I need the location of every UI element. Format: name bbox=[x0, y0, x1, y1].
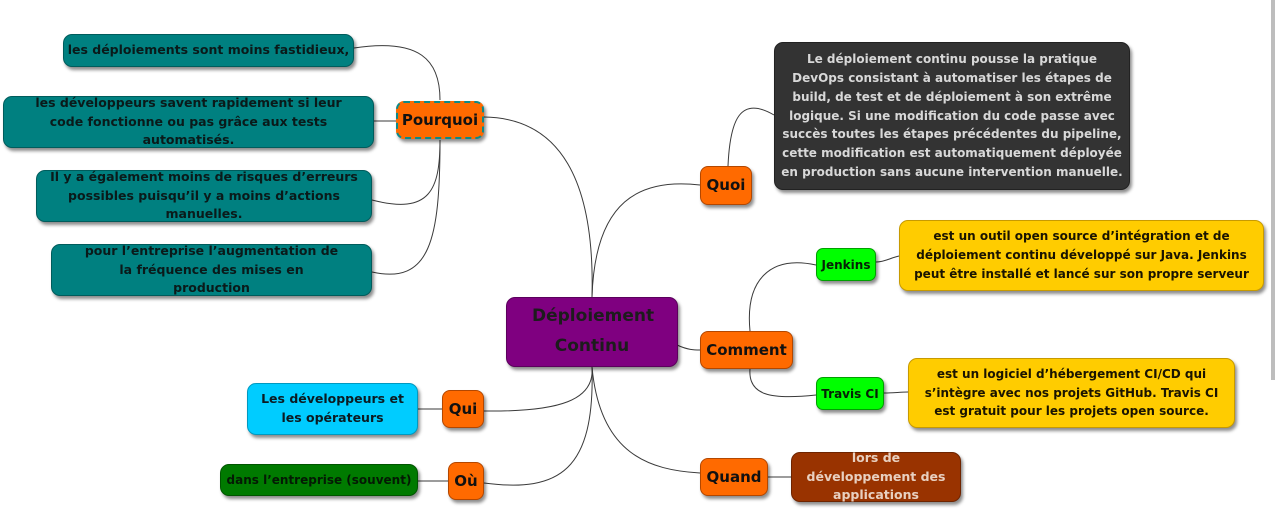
branch-ou[interactable]: Où bbox=[448, 462, 484, 500]
link-central-quoi bbox=[591, 183, 701, 298]
tool-jenkins[interactable]: Jenkins bbox=[816, 248, 876, 281]
link-quoi-leaf bbox=[727, 107, 775, 167]
link-pourquoi-leaf-4 bbox=[371, 139, 441, 275]
jenkins-description[interactable]: est un outil open source d’intégration e… bbox=[899, 220, 1264, 291]
branch-quand-label: Quand bbox=[706, 467, 762, 486]
ou-leaf-label: dans l’entreprise (souvent) bbox=[226, 473, 412, 487]
link-central-qui bbox=[483, 366, 593, 412]
central-topic-label: Déploiement Continu bbox=[532, 306, 655, 356]
pourquoi-leaf-4-label: pour l’entreprise l’augmentation de la f… bbox=[84, 242, 339, 296]
jenkins-description-label: est un outil open source d’intégration e… bbox=[914, 229, 1249, 281]
pourquoi-leaf-1-label: les déploiements sont moins fastidieux, bbox=[67, 42, 350, 58]
link-comment-travis bbox=[749, 368, 817, 398]
branch-quoi-label: Quoi bbox=[706, 176, 746, 195]
link-central-quand bbox=[591, 366, 701, 474]
link-travis-desc bbox=[883, 391, 909, 394]
link-central-comment bbox=[676, 344, 701, 351]
pourquoi-leaf-1[interactable]: les déploiements sont moins fastidieux, bbox=[63, 34, 354, 67]
link-pourquoi-leaf-3 bbox=[371, 139, 441, 205]
qui-leaf-label: Les développeurs et les opérateurs bbox=[261, 391, 404, 425]
branch-pourquoi[interactable]: Pourquoi bbox=[396, 101, 484, 139]
quand-leaf[interactable]: lors de développement des applications bbox=[791, 449, 961, 503]
quoi-leaf[interactable]: Le déploiement continu pousse la pratiqu… bbox=[774, 42, 1130, 190]
branch-comment-label: Comment bbox=[706, 340, 787, 359]
link-central-pourquoi bbox=[483, 116, 593, 298]
link-comment-jenkins bbox=[748, 262, 817, 332]
tool-travis-ci[interactable]: Travis CI bbox=[816, 377, 884, 410]
pourquoi-leaf-2[interactable]: les développeurs savent rapidement si le… bbox=[3, 94, 374, 148]
branch-comment[interactable]: Comment bbox=[700, 331, 793, 369]
branch-pourquoi-label: Pourquoi bbox=[401, 110, 479, 129]
travis-ci-description-label: est un logiciel d’hébergement CI/CD qui … bbox=[924, 366, 1219, 419]
tool-jenkins-label: Jenkins bbox=[821, 257, 871, 272]
branch-quand[interactable]: Quand bbox=[700, 458, 768, 496]
branch-qui-label: Qui bbox=[448, 399, 478, 418]
branch-qui[interactable]: Qui bbox=[442, 390, 484, 428]
ou-leaf[interactable]: dans l’entreprise (souvent) bbox=[220, 464, 418, 496]
link-jenkins-desc bbox=[875, 255, 900, 263]
branch-ou-label: Où bbox=[454, 471, 478, 490]
quand-leaf-label: lors de développement des applications bbox=[806, 449, 946, 503]
qui-leaf[interactable]: Les développeurs et les opérateurs bbox=[247, 383, 418, 435]
tool-travis-ci-label: Travis CI bbox=[821, 386, 879, 401]
travis-ci-description[interactable]: est un logiciel d’hébergement CI/CD qui … bbox=[908, 358, 1235, 428]
pourquoi-leaf-3[interactable]: Il y a également moins de risques d’erre… bbox=[36, 168, 372, 222]
link-pourquoi-leaf-1 bbox=[353, 45, 441, 101]
pourquoi-leaf-3-label: Il y a également moins de risques d’erre… bbox=[50, 168, 358, 222]
branch-quoi[interactable]: Quoi bbox=[700, 166, 752, 205]
quoi-leaf-label: Le déploiement continu pousse la pratiqu… bbox=[781, 51, 1123, 180]
link-central-ou bbox=[483, 366, 593, 486]
vertical-scrollbar[interactable] bbox=[1271, 0, 1275, 380]
pourquoi-leaf-2-label: les développeurs savent rapidement si le… bbox=[35, 94, 342, 148]
pourquoi-leaf-4[interactable]: pour l’entreprise l’augmentation de la f… bbox=[51, 242, 372, 296]
central-topic[interactable]: Déploiement Continu bbox=[506, 297, 678, 367]
